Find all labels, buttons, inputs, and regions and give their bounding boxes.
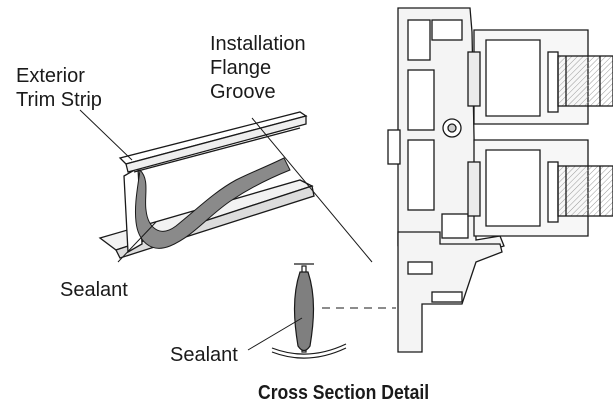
- installation-flange-groove-label: Installation Flange Groove: [210, 32, 306, 104]
- exterior-trim-strip-line-2: Trim Strip: [16, 89, 102, 111]
- installation-flange-groove-line-3: Groove: [210, 81, 276, 103]
- trim-strip-illustration: [79, 109, 315, 263]
- groove-leader-line: [251, 117, 373, 263]
- sealant-detail: [247, 263, 347, 359]
- cross-section-caption: Cross Section Detail: [258, 382, 430, 404]
- sealant-bottom-label: Sealant: [170, 344, 238, 366]
- installation-flange-groove-line-2: Flange: [210, 57, 272, 79]
- installation-flange-groove-line-1: Installation: [210, 33, 306, 55]
- exterior-trim-strip-label: Exterior Trim Strip: [16, 64, 102, 112]
- frame-cross-section: [387, 7, 613, 353]
- exterior-trim-strip-line-1: Exterior: [16, 65, 85, 87]
- sealant-left-label: Sealant: [60, 279, 128, 301]
